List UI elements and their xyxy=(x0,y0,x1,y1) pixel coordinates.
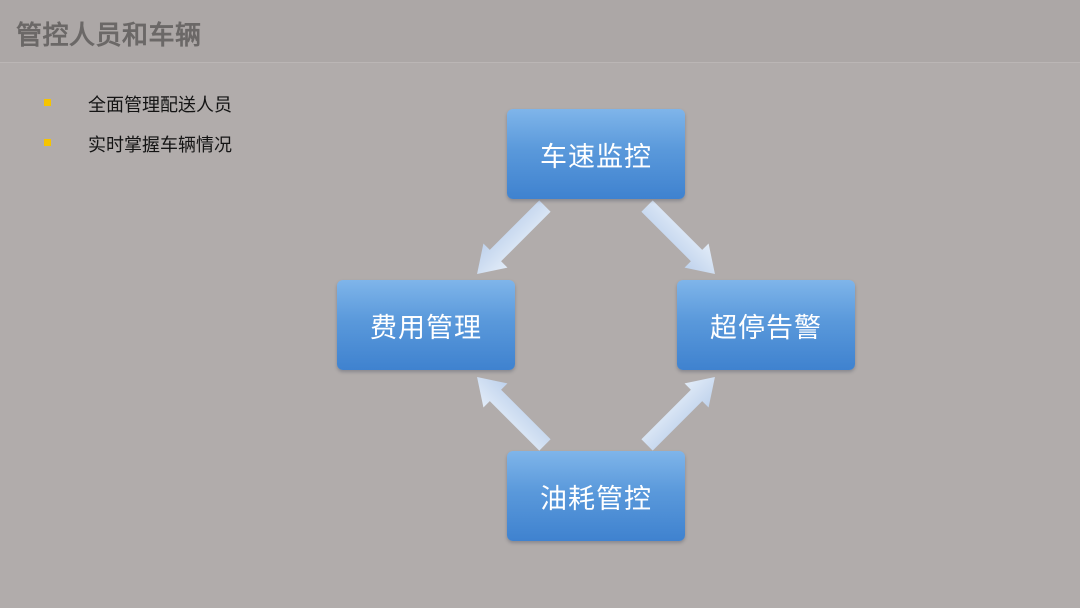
title-bar: 管控人员和车辆 xyxy=(0,0,1080,63)
node-label: 车速监控 xyxy=(540,141,652,173)
node-cost-management: 费用管理 xyxy=(337,280,515,370)
node-speed-monitoring: 车速监控 xyxy=(507,109,685,199)
node-overstay-alert: 超停告警 xyxy=(677,280,855,370)
node-label: 超停告警 xyxy=(710,312,822,344)
bullet-square-icon xyxy=(44,99,51,106)
arrow-bottom-to-right xyxy=(635,365,727,457)
bullet-text: 全面管理配送人员 xyxy=(88,95,232,116)
bullet-text: 实时掌握车辆情况 xyxy=(88,135,232,156)
node-label: 费用管理 xyxy=(370,312,482,344)
node-fuel-control: 油耗管控 xyxy=(507,451,685,541)
arrow-top-to-left xyxy=(465,194,557,286)
page-title: 管控人员和车辆 xyxy=(16,21,202,51)
arrow-top-to-right xyxy=(635,194,727,286)
node-label: 油耗管控 xyxy=(540,483,652,515)
arrow-bottom-to-left xyxy=(465,365,557,457)
bullet-square-icon xyxy=(44,139,51,146)
